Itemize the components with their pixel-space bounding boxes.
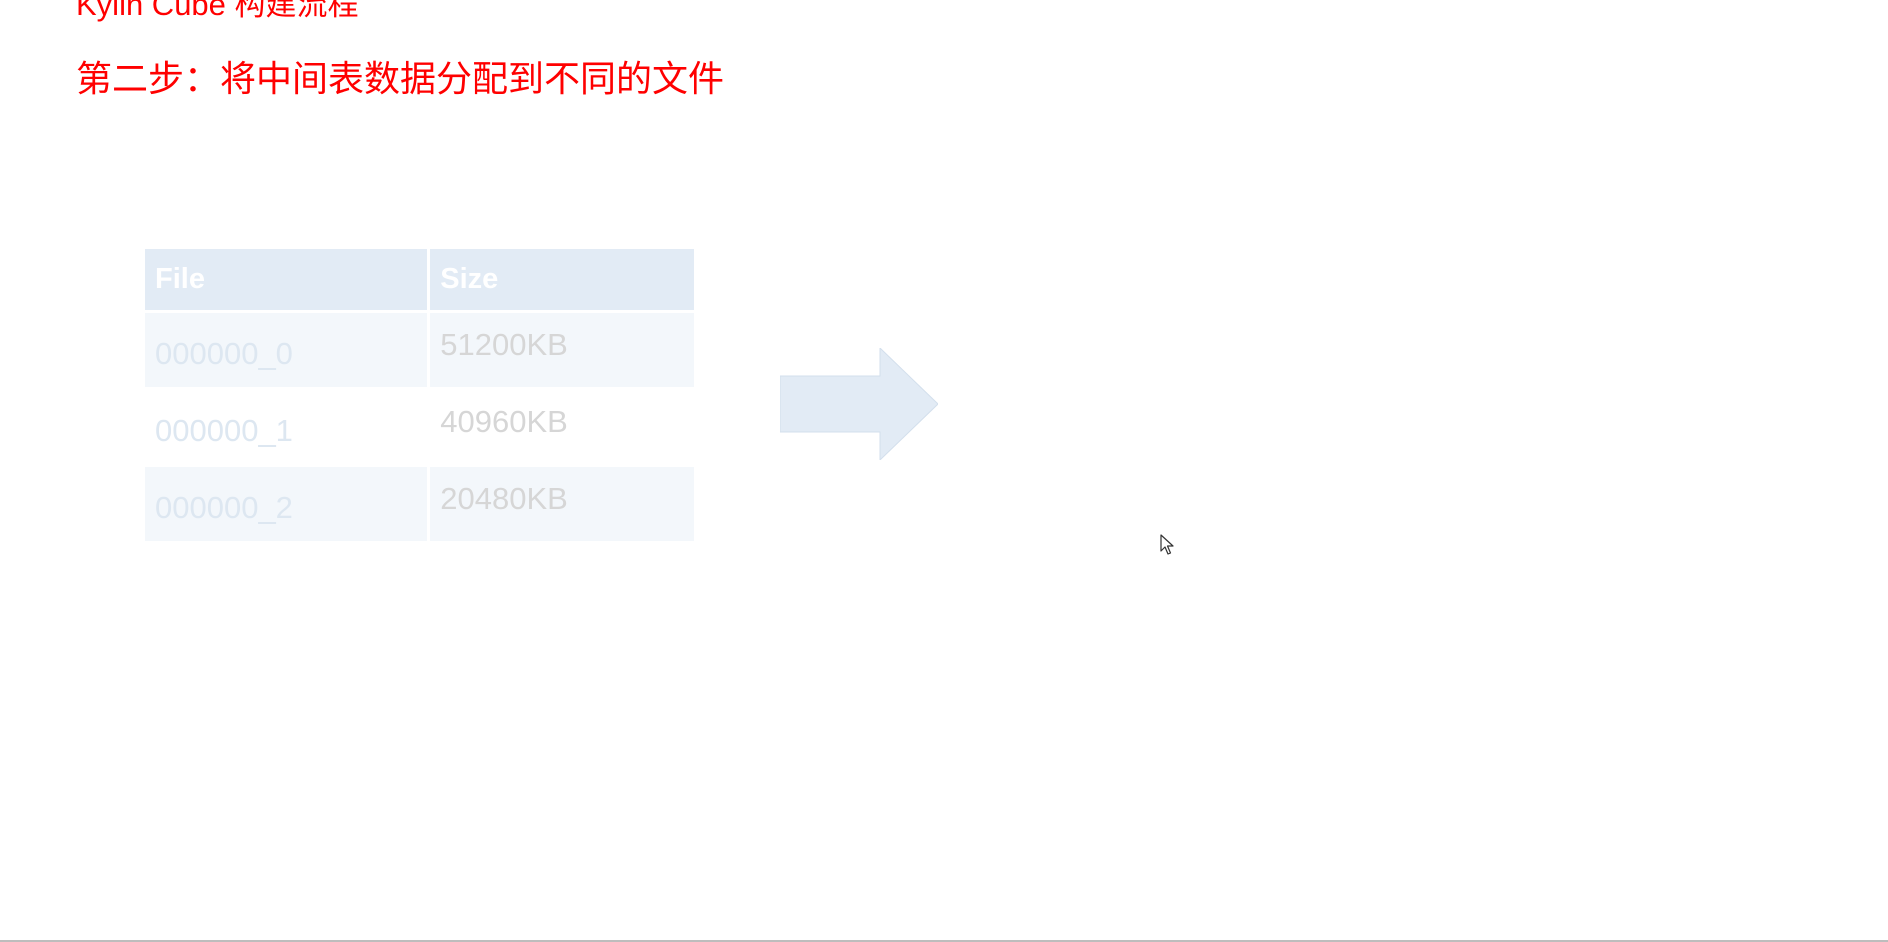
table-row: 000000_1 40960KB [145, 390, 694, 464]
file-size-cell: 40960KB [430, 390, 694, 464]
file-size-cell: 51200KB [430, 313, 694, 387]
slide-subtitle: 第二步：将中间表数据分配到不同的文件 [76, 59, 725, 100]
header-file: File [145, 249, 428, 310]
file-size-table: File Size 000000_0 51200KB 000000_1 4096… [142, 246, 697, 544]
right-arrow-icon [780, 348, 938, 460]
bottom-divider [0, 940, 1888, 942]
file-name-cell: 000000_0 [145, 313, 428, 387]
slide-title: Kylin Cube 构建流程 [76, 0, 359, 22]
table-row: 000000_2 20480KB [145, 467, 694, 541]
file-name-cell: 000000_2 [145, 467, 428, 541]
table-header-row: File Size [145, 249, 694, 310]
table-row: 000000_0 51200KB [145, 313, 694, 387]
file-size-cell: 20480KB [430, 467, 694, 541]
mouse-pointer-icon [1160, 534, 1174, 555]
header-size: Size [430, 249, 694, 310]
file-name-cell: 000000_1 [145, 390, 428, 464]
